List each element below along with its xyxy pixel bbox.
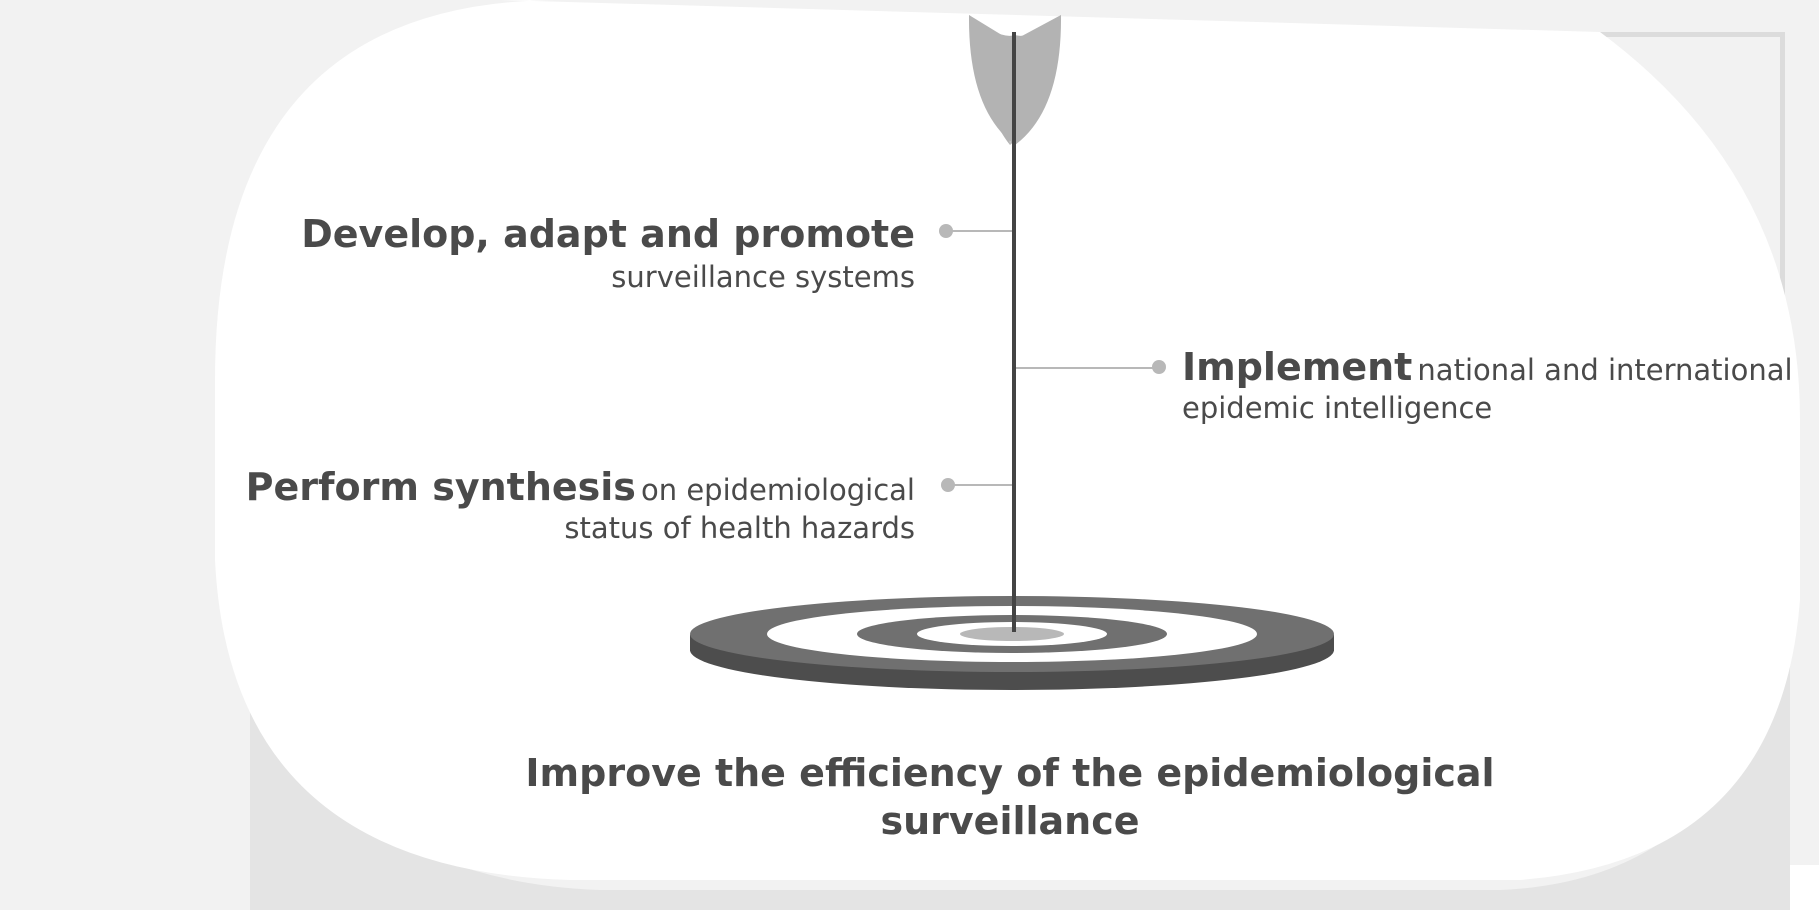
item-implement-rest: national and international [1417,353,1793,387]
item-implement-bold: Implement [1182,345,1413,389]
item-implement-rest2: epidemic intelligence [1182,390,1493,425]
item-synthesis: Perform synthesis on epidemiological sta… [230,465,915,545]
item-synthesis-rest: on epidemiological [641,473,915,507]
connector-dot-2 [1152,360,1166,374]
frame-top-edge [1580,32,1785,37]
item-develop-bold: Develop, adapt and promote [301,212,915,256]
main-panel [215,0,1800,880]
goal-line-1: Improve the efficiency of the epidemiolo… [525,751,1495,795]
arrow-shaft [1012,32,1016,632]
target-bullseye [960,627,1064,641]
item-synthesis-rest2: status of health hazards [564,510,915,545]
item-synthesis-bold: Perform synthesis [245,465,636,509]
panel-shadow [250,620,1790,910]
connector-dot-3 [941,478,955,492]
item-develop: Develop, adapt and promote surveillance … [250,212,915,294]
item-develop-rest: surveillance systems [611,259,915,294]
goal-caption: Improve the efficiency of the epidemiolo… [440,750,1580,845]
goal-line-2: surveillance [880,798,1140,843]
connector-dot-1 [939,224,953,238]
item-implement: Implement national and international epi… [1182,345,1812,425]
